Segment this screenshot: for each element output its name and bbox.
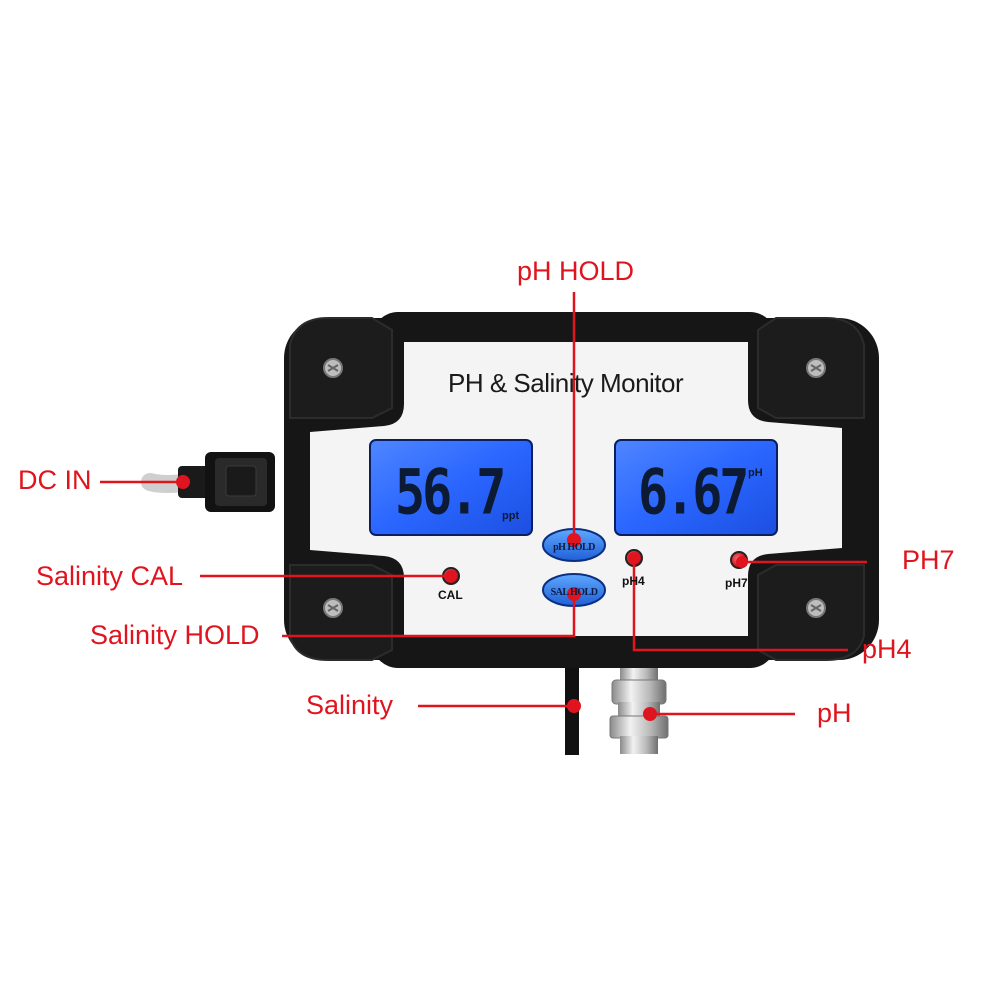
faceplate (310, 342, 842, 636)
callout-ph7: PH7 (902, 545, 955, 575)
salinity-lcd-unit: ppt (502, 510, 520, 522)
ph4-led-label: pH4 (622, 574, 645, 588)
callout-salinity: Salinity (306, 690, 394, 720)
sal-hold-button[interactable]: SAL HOLD (543, 582, 605, 600)
device-title: PH & Salinity Monitor (448, 368, 684, 398)
ph-lcd-value: 6.67 (638, 456, 749, 529)
bnc-connector-icon (609, 662, 669, 754)
screw-icon (806, 358, 826, 378)
callout-dc-in: DC IN (18, 465, 92, 495)
callout-salinity-hold: Salinity HOLD (90, 620, 260, 650)
callout-ph4: pH4 (862, 634, 912, 664)
screw-icon (323, 358, 343, 378)
ph-lcd-unit: pH (748, 467, 763, 479)
ph-lcd (614, 439, 778, 536)
ph7-led-label: pH7 (725, 576, 748, 590)
screw-icon (806, 598, 826, 618)
callout-ph-hold: pH HOLD (517, 256, 635, 286)
cal-led-label: CAL (438, 588, 463, 602)
sal-hold-button-label: SAL HOLD (550, 587, 598, 598)
ph-hold-button[interactable]: pH HOLD (543, 537, 605, 555)
screw-icon (323, 598, 343, 618)
salinity-lcd-value: 56.7 (395, 456, 506, 529)
ph-hold-button-label: pH HOLD (553, 542, 595, 553)
callout-salinity-cal: Salinity CAL (36, 561, 184, 591)
salinity-lcd (369, 439, 533, 536)
callout-ph: pH (817, 698, 852, 728)
callout-dots (176, 475, 748, 721)
callout-lines (100, 292, 867, 716)
